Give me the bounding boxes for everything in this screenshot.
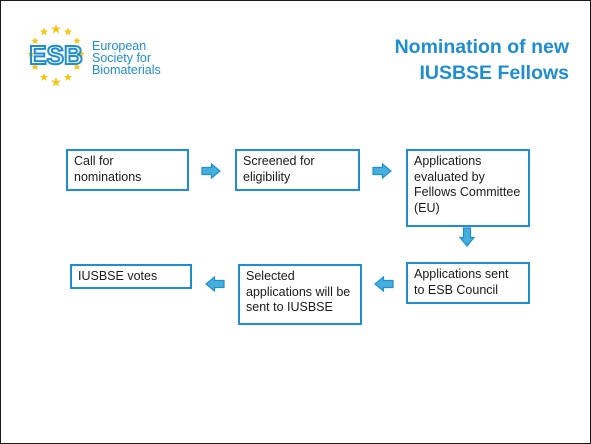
esb-logo-mark: ESB bbox=[27, 24, 85, 87]
step-iusbse-votes: IUSBSE votes bbox=[70, 264, 192, 289]
org-name: European Society for Biomaterials bbox=[92, 39, 161, 77]
org-name-line2: Society for bbox=[92, 51, 152, 65]
star-ring-icon bbox=[27, 24, 85, 87]
arrow-left-icon bbox=[205, 276, 225, 292]
arrow-left-icon bbox=[374, 276, 394, 292]
org-name-line3: Biomaterials bbox=[92, 63, 161, 77]
slide-title-line1: Nomination of new bbox=[394, 36, 569, 58]
step-screened-for-eligibility: Screened for eligibility bbox=[235, 149, 360, 191]
arrow-right-icon bbox=[372, 163, 392, 179]
step-sent-to-esb-council: Applications sent to ESB Council bbox=[406, 262, 530, 304]
slide-title: Nomination of new IUSBSE Fellows bbox=[309, 34, 569, 86]
slide-title-line2: IUSBSE Fellows bbox=[419, 62, 569, 84]
org-name-line1: European bbox=[92, 39, 147, 53]
step-sent-to-iusbse: Selected applications will be sent to IU… bbox=[238, 264, 362, 325]
step-evaluated-by-committee: Applications evaluated by Fellows Commit… bbox=[406, 149, 530, 227]
step-call-for-nominations: Call for nominations bbox=[66, 149, 189, 191]
arrow-right-icon bbox=[201, 163, 221, 179]
arrow-down-icon bbox=[459, 227, 475, 247]
esb-logo-letters: ESB bbox=[29, 40, 82, 70]
